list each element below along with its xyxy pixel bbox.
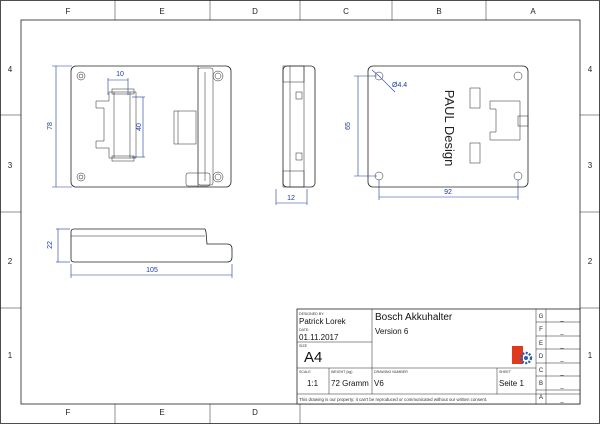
sheet-size: A4: [304, 349, 322, 366]
zone-top-d: D: [252, 7, 258, 16]
zone-left-3: 3: [8, 161, 13, 170]
sheet-number: Seite 1: [499, 379, 524, 388]
rev-value-f: _: [559, 329, 564, 335]
zone-right-2: 2: [588, 257, 593, 266]
zone-top-c: C: [343, 7, 349, 16]
side-view: 12: [275, 65, 316, 205]
dim-front-top-width: 10: [116, 71, 124, 78]
zone-left-2: 2: [8, 257, 13, 266]
zone-labels-left: 4 3 2 1: [8, 65, 13, 360]
zone-right-4: 4: [588, 65, 593, 74]
rev-value-e: _: [559, 343, 564, 349]
zone-bottom-e: E: [159, 408, 164, 417]
ownership-notice: This drawing is our property; it can't b…: [299, 397, 487, 402]
drawing-number-label: DRAWING NUMBER: [374, 370, 408, 374]
part-weight: 72 Gramm: [331, 379, 369, 388]
dim-back-width: 92: [444, 189, 452, 196]
dim-hole-diameter: Ø4.4: [392, 82, 407, 89]
rev-value-c: _: [559, 370, 564, 376]
rev-letter-c: C: [539, 368, 544, 374]
zone-top-f: F: [66, 7, 71, 16]
zone-top-b: B: [436, 7, 441, 16]
zone-left-4: 4: [8, 65, 13, 74]
zone-labels-right: 4 3 2 1: [588, 65, 593, 360]
bottom-view: 22 105: [47, 228, 233, 278]
zone-right-1: 1: [588, 351, 593, 360]
zone-top-a: A: [530, 7, 536, 16]
zone-labels-bottom: F E D: [66, 408, 259, 417]
drawing-title: Bosch Akkuhalter: [375, 312, 453, 323]
zone-top-e: E: [159, 7, 164, 16]
zone-left-1: 1: [8, 351, 13, 360]
designed-by-label: DESIGNED BY:: [299, 312, 324, 316]
size-label: SIZE: [299, 344, 308, 348]
drawing-scale: 1:1: [307, 379, 319, 388]
dim-bottom-length: 105: [146, 267, 158, 274]
back-dimensions: Ø4.4 65 92: [345, 69, 519, 200]
revision-table: G _ F _ E _ D _ C _ B _ A _: [539, 314, 565, 403]
front-dimensions: 10 40 78: [47, 65, 145, 188]
zone-bottom-d: D: [252, 408, 258, 417]
drawing-subtitle: Version 6: [375, 327, 409, 336]
drawing-number: V6: [374, 379, 384, 388]
rev-letter-f: F: [539, 327, 543, 333]
back-view: PAUL Design: [367, 65, 529, 188]
sheet-label: SHEET: [499, 370, 512, 374]
dim-bottom-thickness: 22: [47, 241, 54, 249]
rev-letter-e: E: [539, 341, 543, 347]
rev-value-a: _: [559, 397, 564, 403]
engraving-text: PAUL Design: [442, 90, 457, 167]
scale-label: SCALE: [299, 370, 311, 374]
dim-back-height: 65: [345, 122, 352, 130]
rev-letter-a: A: [539, 395, 543, 401]
rev-letter-b: B: [539, 381, 543, 387]
dim-front-total-height: 78: [47, 122, 54, 130]
drawing-date: 01.11.2017: [299, 333, 339, 342]
title-block: [296, 308, 581, 405]
dim-front-inner-height: 40: [136, 123, 143, 131]
rev-letter-d: D: [539, 354, 544, 360]
weight-label: WEIGHT (kg): [331, 370, 353, 374]
app-logo: [512, 346, 533, 365]
date-label: DATE:: [299, 328, 309, 332]
rev-value-b: _: [559, 383, 564, 389]
rev-letter-g: G: [539, 314, 544, 320]
dim-side-depth: 12: [287, 195, 295, 202]
designer-name: Patrick Lorek: [299, 317, 347, 326]
zone-bottom-f: F: [66, 408, 71, 417]
front-view: [70, 65, 232, 188]
zone-labels-top: F E D C B A: [66, 7, 537, 16]
rev-value-g: _: [559, 316, 564, 322]
rev-value-d: _: [559, 356, 564, 362]
zone-right-3: 3: [588, 161, 593, 170]
